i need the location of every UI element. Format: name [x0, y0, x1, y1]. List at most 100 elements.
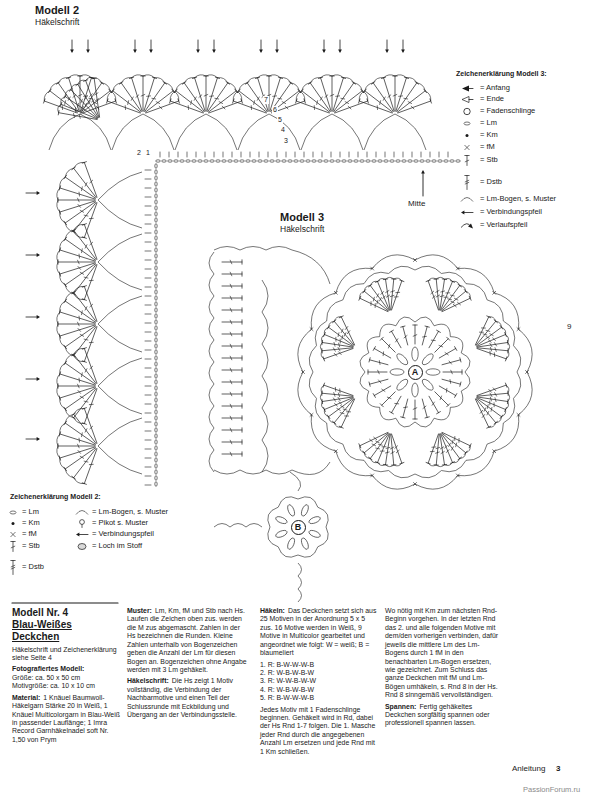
- chain-arc: [434, 324, 450, 336]
- chain-stitch: [155, 272, 157, 277]
- stitch-bar: [393, 94, 397, 96]
- chain-arc: [298, 563, 302, 576]
- chain-arc: [311, 293, 336, 329]
- letter-circle: B: [291, 520, 306, 535]
- pikot-arc: [74, 408, 85, 414]
- stitch-bar: [487, 405, 489, 409]
- stitch-bar: [436, 290, 439, 292]
- pikot-arc: [170, 91, 176, 101]
- stitch-bar: [490, 347, 491, 351]
- stitch-bar: [78, 94, 82, 96]
- chain-stitch: [155, 398, 157, 403]
- stitch-line: [74, 292, 97, 321]
- round-number: 3: [283, 137, 289, 145]
- chain-arc: [262, 408, 268, 440]
- stitch-line: [209, 101, 242, 113]
- chain-arc: [450, 391, 462, 407]
- pikot-arc: [364, 453, 370, 459]
- stitch-bar: [494, 353, 495, 357]
- stitch-bar: [89, 464, 93, 465]
- stitch-bar: [230, 308, 232, 312]
- chain-stitch: [384, 160, 389, 162]
- legend-entry: = Verlaufspfeil: [480, 221, 527, 230]
- paragraph: Fotografiertes Modell:: [12, 665, 120, 673]
- stitch-bar: [432, 296, 435, 299]
- stitch-line: [65, 448, 95, 469]
- stitch-line: [222, 334, 242, 335]
- stitch-line: [84, 224, 97, 259]
- legend-symbol: [465, 156, 469, 166]
- chain-stitch: [450, 160, 455, 162]
- legend-entry: = fM: [22, 530, 37, 539]
- pikot-arc: [453, 458, 460, 462]
- stitch-line: [442, 360, 460, 365]
- fm-stitch: [412, 152, 413, 157]
- legend-entry: = Lm: [480, 119, 497, 128]
- stitch-bar: [88, 101, 90, 104]
- stitch-top: [11, 560, 15, 561]
- stitch-bar: [490, 343, 492, 346]
- fm-stitch: [145, 458, 151, 459]
- stitch-line: [222, 262, 242, 263]
- page-footer: Anleitung: [512, 764, 545, 773]
- fm-stitch: [493, 450, 496, 453]
- pikot-arc: [324, 327, 328, 334]
- stitch-line: [74, 354, 97, 383]
- chain-arc: [209, 428, 214, 450]
- chain-stitch: [210, 160, 215, 162]
- article-title: Modell Nr. 4: [12, 607, 68, 618]
- body-text: Lm, Km, fM und Stb nach Hs. Laufen die Z…: [127, 607, 247, 673]
- stitch-line: [322, 397, 353, 402]
- stitch-bar: [399, 95, 403, 96]
- pikot-arc: [60, 239, 65, 250]
- stitch-line: [222, 406, 242, 407]
- text-column: Modell Nr. 4Blau-Weißes DeckchenHäkelsch…: [12, 607, 120, 744]
- stitch-bar: [395, 403, 399, 404]
- stitch-bar: [454, 298, 458, 300]
- section-heading: Häkeln:: [260, 607, 285, 614]
- stitch-bar: [386, 295, 389, 297]
- chain-stitch: [156, 160, 161, 162]
- stitch-line: [222, 298, 242, 299]
- stitch-bar: [386, 447, 390, 448]
- stitch-line: [436, 279, 439, 310]
- stitch-bar: [230, 368, 232, 372]
- pikot-arc: [370, 281, 377, 285]
- chain-arc: [262, 344, 268, 376]
- pikot-arc: [320, 393, 322, 401]
- stitch-bar: [441, 451, 444, 453]
- stitch-bar: [483, 334, 487, 335]
- paragraph: Häkeln:Das Deckchen setzt sich aus 25 Mo…: [260, 607, 378, 658]
- chain-arc: [503, 321, 514, 346]
- chain-stitch: [155, 296, 157, 301]
- chain-arc: [415, 471, 441, 478]
- stitch-bar: [440, 447, 443, 449]
- legend-entry: = Anfang: [480, 84, 510, 93]
- stitch-line: [222, 394, 242, 395]
- legend-symbol: [461, 224, 473, 229]
- stitch-line: [58, 324, 95, 325]
- chain-arc: [458, 268, 494, 293]
- stitch-bar: [85, 369, 87, 372]
- stitch-line: [324, 398, 353, 410]
- chain-stitch: [155, 452, 157, 457]
- stitch-line: [335, 101, 368, 113]
- pikot-arc: [466, 446, 471, 453]
- row-layout: 2. R: W-B-W-B-W: [260, 669, 314, 676]
- stitch-bar: [230, 344, 232, 348]
- stitch-line: [84, 348, 97, 383]
- fm-stitch: [145, 422, 151, 423]
- chain-stitch: [155, 230, 157, 235]
- pikot-arc: [406, 78, 416, 83]
- stitch-top: [242, 368, 243, 372]
- chain-arc: [441, 272, 466, 283]
- stitch-bar: [334, 403, 337, 406]
- pikot-arc: [343, 78, 353, 83]
- chain-stitch: [414, 160, 419, 162]
- pikot-arc: [71, 84, 78, 89]
- stitch-bar: [257, 97, 259, 100]
- fm-stitch: [145, 215, 151, 216]
- pikot-arc: [65, 292, 73, 301]
- chain-stitch: [155, 236, 157, 241]
- pikot-arc: [445, 278, 453, 281]
